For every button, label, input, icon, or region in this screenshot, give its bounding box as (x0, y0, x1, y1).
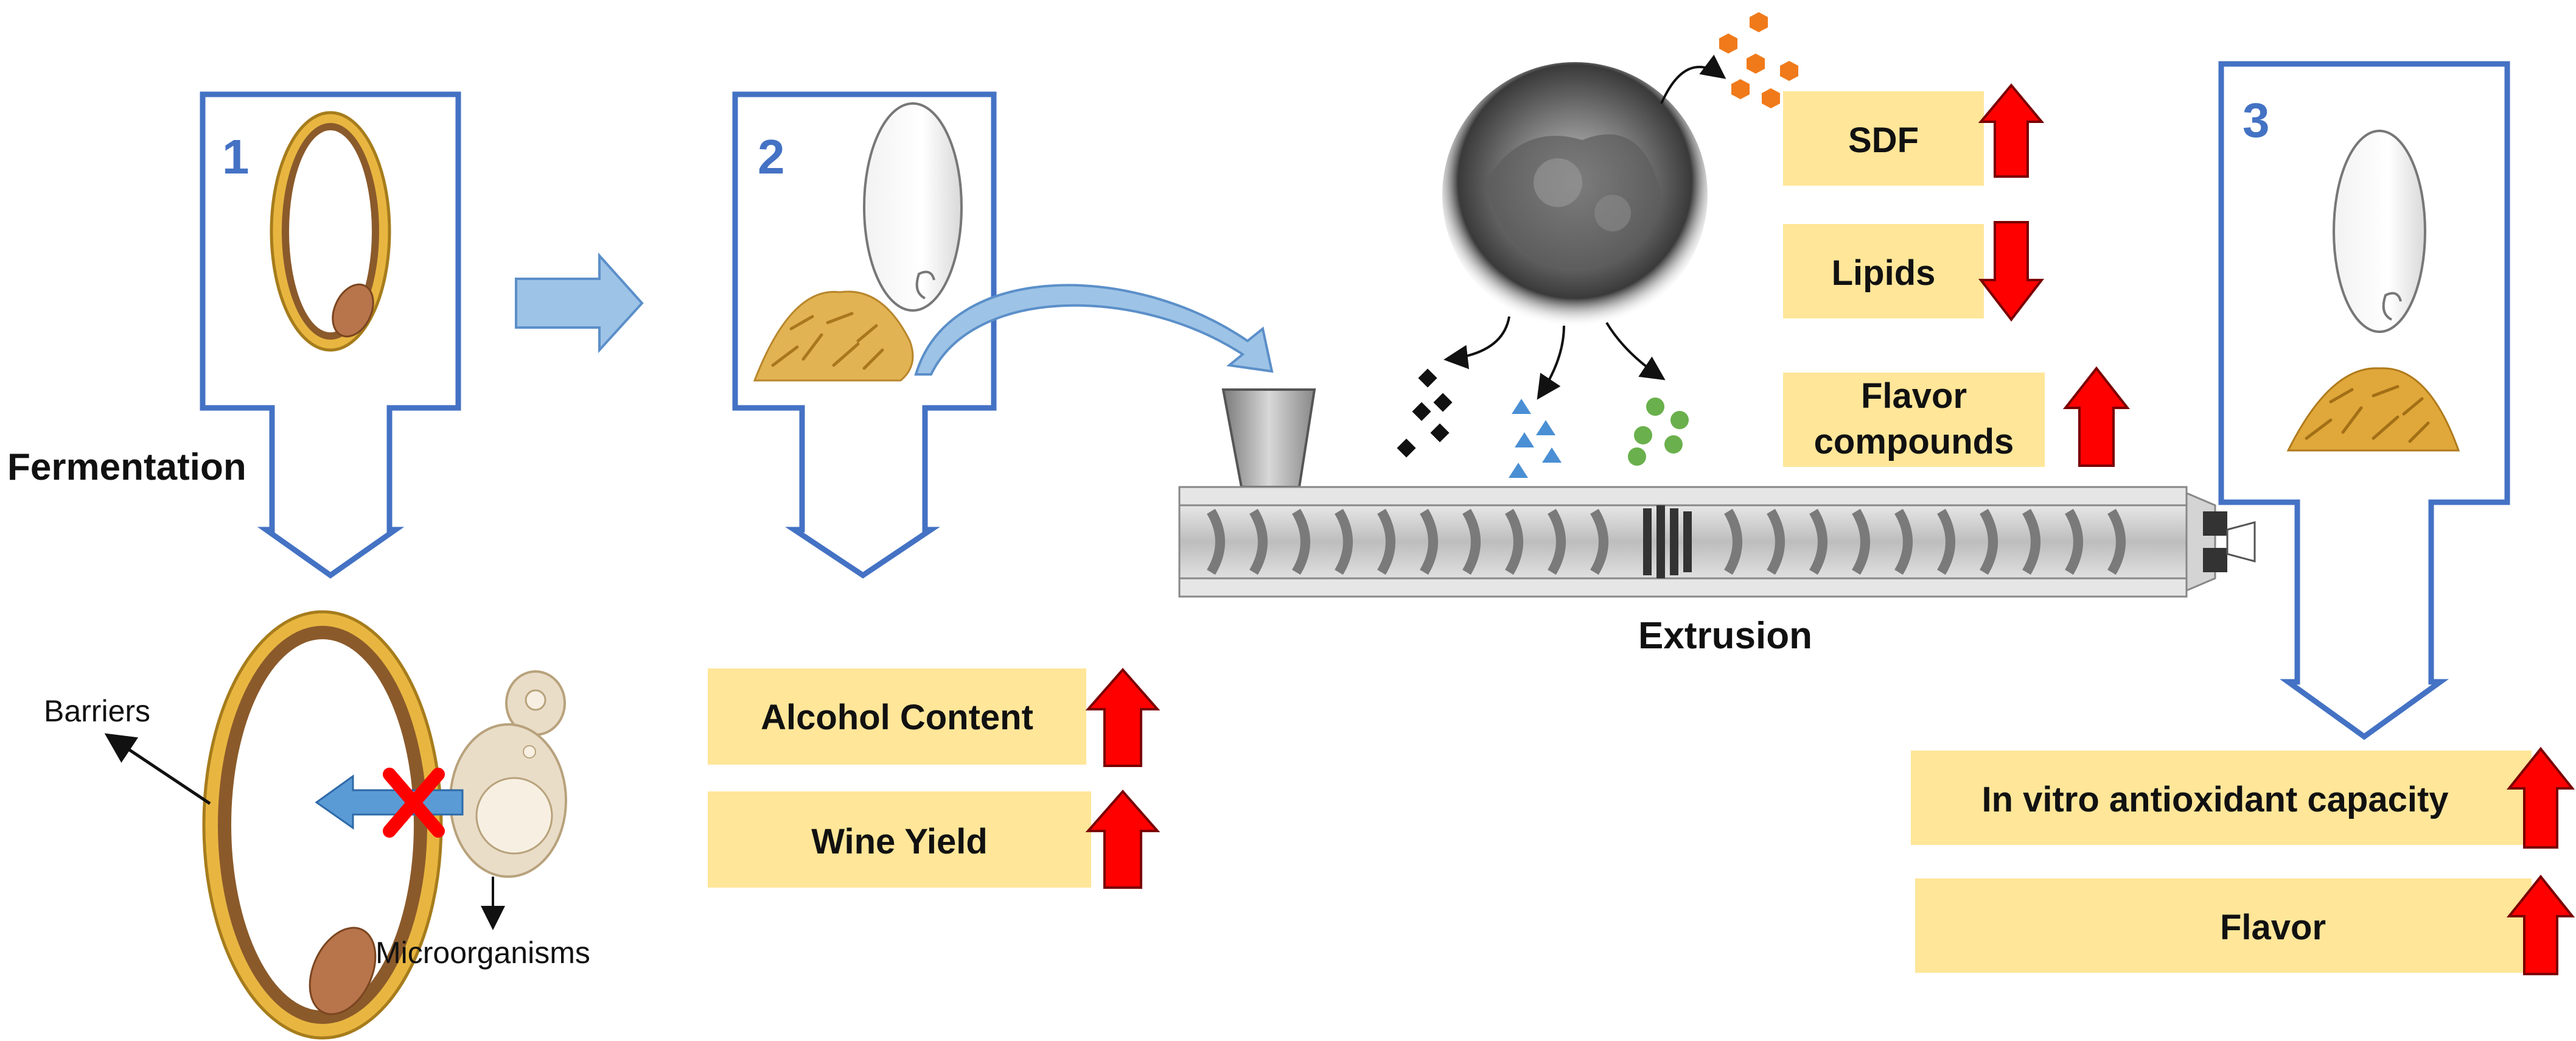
flow-arrow-1-to-2 (515, 252, 644, 354)
milled-kernel-icon (2333, 130, 2426, 333)
stage2-box (732, 91, 997, 579)
release-arrow-right (1605, 321, 1666, 380)
extrusion-label: Extrusion (1638, 615, 1812, 657)
stage1-box (200, 91, 461, 579)
sem-particle-image (1442, 62, 1708, 328)
flavor-compounds-label-line1: Flavor (1861, 376, 1967, 416)
up-arrow-icon (1978, 83, 2045, 178)
down-arrow-icon (1978, 221, 2045, 322)
fermentation-result-1: Alcohol Content (708, 667, 1161, 767)
extruded-grain-pile-icon (2286, 367, 2460, 452)
barriers-pointer (104, 733, 211, 805)
feed-hopper (1221, 388, 1316, 488)
lipids-label: Lipids (1832, 253, 1936, 293)
up-arrow-icon (1085, 789, 1161, 889)
up-arrow-icon (1085, 667, 1161, 767)
stage1-number: 1 (222, 130, 250, 184)
release-arrow-left (1443, 316, 1510, 370)
release-arrow-middle (1537, 325, 1565, 400)
extrusion-result-lipids: Lipids (1783, 221, 2045, 322)
blocked-x-icon (383, 768, 445, 838)
antioxidant-capacity-label: In vitro antioxidant capacity (1981, 780, 2448, 819)
extrusion-result-flavor-compounds: Flavor compounds (1783, 366, 2131, 467)
flavor-compounds-label-line2: compounds (1814, 422, 2014, 461)
blocked-entry-arrow (315, 774, 464, 830)
microorganisms-label: Microorganisms (375, 936, 590, 970)
whole-grain-icon (270, 111, 391, 352)
barriers-label: Barriers (44, 694, 150, 728)
stage2-number: 2 (758, 130, 785, 184)
grain-pile-icon (753, 290, 914, 382)
up-arrow-icon (2506, 874, 2575, 975)
release-arrow-top (1660, 54, 1726, 104)
microorganism-icon (449, 670, 567, 878)
wine-yield-label: Wine Yield (811, 822, 988, 861)
curved-flow-arrow (914, 284, 1274, 376)
blue-particles (1509, 399, 1562, 478)
milled-kernel-icon (863, 102, 963, 312)
black-particles (1397, 368, 1453, 458)
extruder-machine (1178, 388, 2256, 598)
final-result-flavor: Flavor (1915, 874, 2575, 975)
up-arrow-icon (2506, 746, 2575, 849)
up-arrow-icon (2062, 366, 2131, 467)
extrusion-result-sdf: SDF (1783, 83, 2045, 186)
sdf-label: SDF (1848, 121, 1919, 160)
green-particles (1628, 398, 1689, 466)
alcohol-content-label: Alcohol Content (761, 698, 1033, 737)
orange-particles (1719, 12, 1798, 108)
stage3-box (2218, 61, 2510, 740)
final-result-antioxidant: In vitro antioxidant capacity (1911, 746, 2575, 849)
flavor-label: Flavor (2220, 908, 2326, 947)
stage3-number: 3 (2243, 93, 2270, 147)
fermentation-result-2: Wine Yield (708, 789, 1161, 889)
grain-cross-section (202, 610, 443, 1040)
fermentation-label: Fermentation (7, 446, 246, 488)
